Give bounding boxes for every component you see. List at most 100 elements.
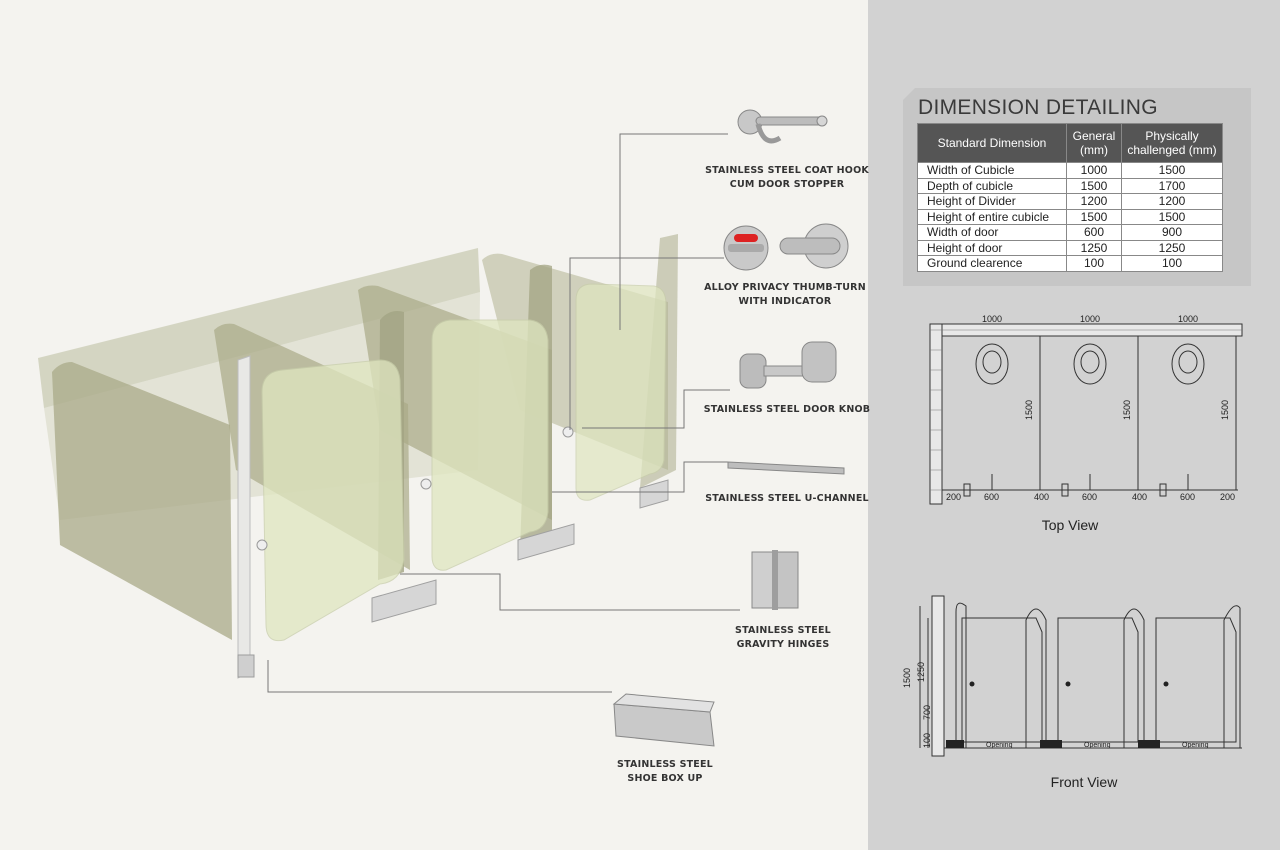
front-view-drawing: 1500 1250 700 100 Opening Opening Openin… bbox=[902, 595, 1242, 757]
top-bottom-label: 600 bbox=[1082, 492, 1097, 502]
dimension-value-cell: 1500 bbox=[1066, 177, 1122, 194]
column-header: Standard Dimension bbox=[917, 123, 1067, 163]
u-channel-icon bbox=[727, 461, 845, 475]
label-line: CUM DOOR STOPPER bbox=[729, 179, 845, 190]
dimension-value-cell: 1250 bbox=[1066, 239, 1122, 256]
dimension-value-cell: 1700 bbox=[1121, 177, 1223, 194]
dimension-name-cell: Width of door bbox=[917, 224, 1067, 241]
label-coat-hook: STAINLESS STEEL COAT HOOK CUM DOOR STOPP… bbox=[702, 164, 872, 192]
dimension-title: DIMENSION DETAILING bbox=[918, 96, 1158, 119]
top-depth-label: 1500 bbox=[1220, 400, 1230, 420]
label-line: STAINLESS STEEL bbox=[735, 625, 831, 636]
leader-coat-hook bbox=[619, 133, 728, 330]
thumb-turn-icon bbox=[723, 223, 849, 271]
front-view-caption: Front View bbox=[1050, 774, 1118, 790]
knob-1 bbox=[256, 539, 268, 551]
top-view-drawing: 1000 1000 1000 1500 1500 1500 200 600 40… bbox=[929, 314, 1243, 505]
divider-panel-1 bbox=[52, 362, 232, 640]
knob-2 bbox=[420, 478, 432, 490]
top-bottom-label: 200 bbox=[1220, 492, 1235, 502]
shoe-box-3 bbox=[517, 523, 575, 561]
dimension-name-cell: Height of door bbox=[917, 239, 1067, 256]
label-line: STAINLESS STEEL U-CHANNEL bbox=[705, 493, 869, 504]
top-bottom-label: 400 bbox=[1034, 492, 1049, 502]
label-line: GRAVITY HINGES bbox=[736, 639, 830, 650]
label-door-knob: STAINLESS STEEL DOOR KNOB bbox=[702, 403, 872, 417]
front-height-label: 100 bbox=[922, 733, 932, 748]
label-thumb-turn: ALLOY PRIVACY THUMB-TURN WITH INDICATOR bbox=[700, 281, 870, 309]
dimension-name-cell: Height of entire cubicle bbox=[917, 208, 1067, 225]
shoe-box-1 bbox=[237, 654, 255, 678]
front-height-label: 1250 bbox=[916, 662, 926, 682]
dimension-name-cell: Depth of cubicle bbox=[917, 177, 1067, 194]
door-2 bbox=[431, 319, 549, 571]
leader-gravity-hinges bbox=[400, 573, 740, 611]
pilaster-1 bbox=[237, 355, 251, 679]
top-width-label: 1000 bbox=[1178, 314, 1198, 324]
door-knob-icon bbox=[739, 341, 837, 389]
label-line: STAINLESS STEEL DOOR KNOB bbox=[703, 404, 871, 415]
top-bottom-label: 600 bbox=[984, 492, 999, 502]
label-shoe-box: STAINLESS STEEL SHOE BOX UP bbox=[580, 758, 750, 786]
coat-hook-icon bbox=[737, 109, 828, 144]
label-line: WITH INDICATOR bbox=[738, 296, 832, 307]
label-gravity-hinges: STAINLESS STEEL GRAVITY HINGES bbox=[698, 624, 868, 652]
dimension-value-cell: 1500 bbox=[1121, 208, 1223, 225]
cubicle-isometric-illustration bbox=[38, 133, 740, 693]
opening-label: Opening bbox=[1182, 742, 1209, 749]
shoe-box-4 bbox=[639, 479, 669, 509]
dimension-value-cell: 1200 bbox=[1121, 193, 1223, 210]
shoe-box-icon bbox=[612, 693, 715, 747]
knob-3 bbox=[562, 426, 574, 438]
label-line: SHOE BOX UP bbox=[627, 773, 703, 784]
opening-label: Opening bbox=[986, 742, 1013, 749]
dimension-value-cell: 900 bbox=[1121, 224, 1223, 241]
dimension-value-cell: 1500 bbox=[1121, 162, 1223, 179]
dimension-value-cell: 100 bbox=[1066, 255, 1122, 272]
leader-door-knob bbox=[582, 389, 730, 429]
top-depth-label: 1500 bbox=[1122, 400, 1132, 420]
dimension-name-cell: Width of Cubicle bbox=[917, 162, 1067, 179]
top-bottom-label: 400 bbox=[1132, 492, 1147, 502]
top-bottom-label: 600 bbox=[1180, 492, 1195, 502]
door-3 bbox=[575, 283, 667, 501]
table-header-row: Standard Dimension General (mm) Physical… bbox=[917, 123, 1223, 163]
leader-lines bbox=[267, 133, 740, 693]
dimension-value-cell: 1500 bbox=[1066, 208, 1122, 225]
column-header: Physically challenged (mm) bbox=[1121, 123, 1223, 163]
front-height-label: 700 bbox=[922, 705, 932, 720]
top-width-label: 1000 bbox=[1080, 314, 1100, 324]
shoe-box-2 bbox=[371, 579, 437, 623]
column-header: General (mm) bbox=[1066, 123, 1122, 163]
top-depth-label: 1500 bbox=[1024, 400, 1034, 420]
label-u-channel: STAINLESS STEEL U-CHANNEL bbox=[702, 492, 872, 506]
leader-u-channel bbox=[552, 461, 728, 493]
dimension-value-cell: 1200 bbox=[1066, 193, 1122, 210]
gravity-hinge-icon bbox=[751, 550, 799, 610]
dimension-value-cell: 100 bbox=[1121, 255, 1223, 272]
leader-thumb-turn bbox=[569, 257, 724, 430]
label-line: STAINLESS STEEL COAT HOOK bbox=[705, 165, 869, 176]
dimension-name-cell: Height of Divider bbox=[917, 193, 1067, 210]
dimension-name-cell: Ground clearence bbox=[917, 255, 1067, 272]
top-bottom-label: 200 bbox=[946, 492, 961, 502]
leader-shoe-box bbox=[267, 660, 612, 693]
label-line: ALLOY PRIVACY THUMB-TURN bbox=[704, 282, 866, 293]
dimension-table: Standard Dimension General (mm) Physical… bbox=[917, 123, 1223, 272]
dimension-value-cell: 1250 bbox=[1121, 239, 1223, 256]
opening-label: Opening bbox=[1084, 742, 1111, 749]
dimension-value-cell: 600 bbox=[1066, 224, 1122, 241]
dimension-value-cell: 1000 bbox=[1066, 162, 1122, 179]
front-height-label: 1500 bbox=[902, 668, 912, 688]
door-1 bbox=[261, 359, 405, 642]
label-line: STAINLESS STEEL bbox=[617, 759, 713, 770]
top-width-label: 1000 bbox=[982, 314, 1002, 324]
top-view-caption: Top View bbox=[1041, 517, 1099, 533]
